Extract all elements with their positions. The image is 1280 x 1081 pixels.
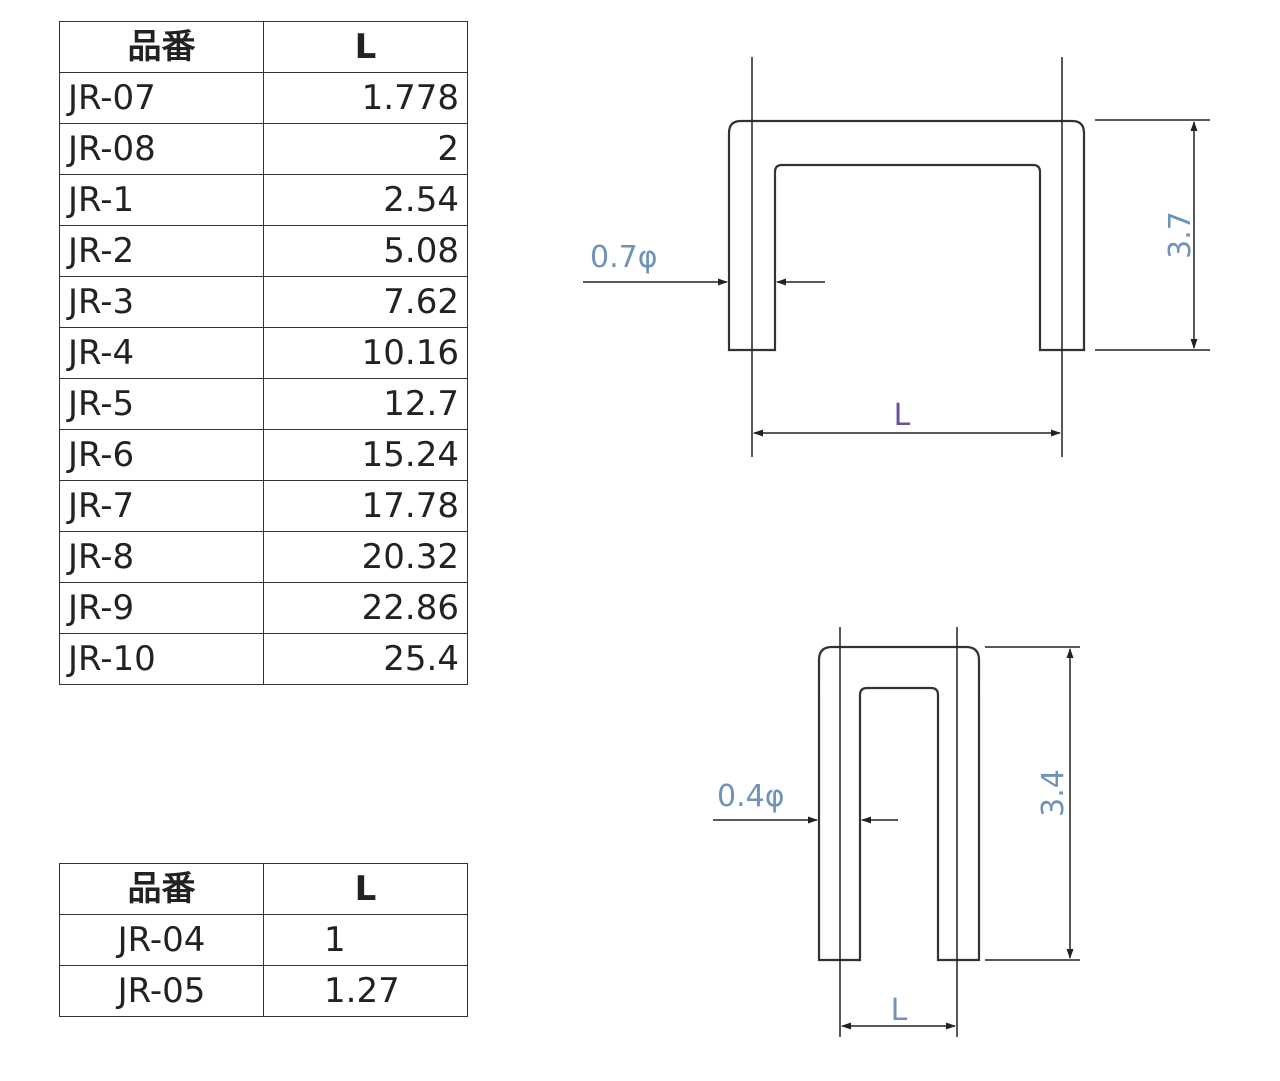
part-number-cell: JR-7	[59, 480, 264, 532]
length-cell: 20.32	[263, 531, 468, 583]
large-jumper-drawing: 3.7 L 0.7φ	[583, 57, 1210, 457]
length-cell: 1	[263, 914, 468, 966]
height-label: 3.4	[1036, 769, 1071, 817]
header-length: L	[263, 21, 468, 73]
table-header-row: 品番 L	[59, 863, 468, 915]
length-cell: 22.86	[263, 582, 468, 634]
part-number-cell: JR-05	[59, 965, 264, 1017]
diameter-label: 0.4φ	[717, 779, 785, 814]
large-jumper-outline	[727, 119, 1086, 352]
diameter-label: 0.7φ	[590, 240, 658, 275]
part-number-cell: JR-2	[59, 225, 264, 277]
header-length: L	[263, 863, 468, 915]
height-label: 3.7	[1163, 211, 1198, 259]
part-number-cell: JR-4	[59, 327, 264, 379]
header-part-number: 品番	[59, 21, 264, 73]
length-cell: 1.778	[263, 72, 468, 124]
length-label: L	[894, 398, 911, 433]
length-cell: 17.78	[263, 480, 468, 532]
length-cell: 1.27	[263, 965, 468, 1017]
length-cell: 15.24	[263, 429, 468, 481]
length-label: L	[891, 993, 908, 1028]
small-jumper-outline	[817, 645, 981, 962]
length-cell: 10.16	[263, 327, 468, 379]
part-number-cell: JR-8	[59, 531, 264, 583]
length-cell: 25.4	[263, 633, 468, 685]
length-cell: 2	[263, 123, 468, 175]
part-number-cell: JR-6	[59, 429, 264, 481]
part-number-cell: JR-9	[59, 582, 264, 634]
header-part-number: 品番	[59, 863, 264, 915]
table-header-row: 品番 L	[59, 21, 468, 73]
part-number-cell: JR-04	[59, 914, 264, 966]
part-number-cell: JR-3	[59, 276, 264, 328]
part-number-cell: JR-1	[59, 174, 264, 226]
part-number-cell: JR-10	[59, 633, 264, 685]
small-jumper-drawing: 3.4 L 0.4φ	[713, 627, 1080, 1037]
length-cell: 7.62	[263, 276, 468, 328]
part-number-cell: JR-5	[59, 378, 264, 430]
